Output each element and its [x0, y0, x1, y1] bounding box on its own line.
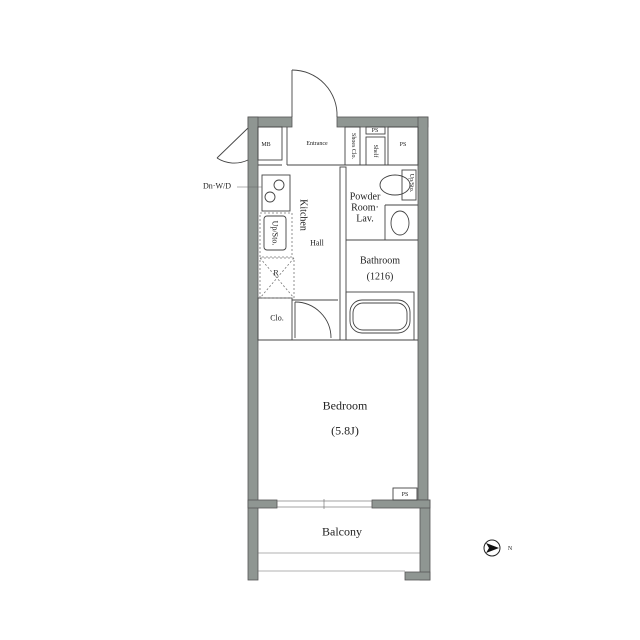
powder-room-label-line1: Powder	[349, 191, 381, 203]
bathroom-size-label: (1216)	[366, 271, 394, 283]
shelf-label: Shelf	[372, 144, 378, 158]
bathroom-label: Bathroom	[360, 255, 400, 267]
bedroom-size-label: (5.8J)	[331, 423, 359, 438]
balcony-window[interactable]	[276, 499, 373, 509]
compass-icon	[483, 539, 501, 557]
bathtub	[349, 299, 411, 334]
toilet	[379, 169, 417, 201]
powder-room-label-line3: Lav.	[356, 213, 374, 225]
compass-north-label: N	[507, 546, 513, 552]
powder-room-label-line2: Room·	[351, 202, 379, 214]
ps-small-label: PS	[371, 128, 379, 134]
closet-label: Clo.	[270, 313, 284, 323]
stove-burner	[264, 191, 276, 203]
hall-label: Hall	[310, 238, 324, 248]
stove-burner	[273, 179, 285, 191]
kitchen-storage-label: Up/Sto.	[270, 220, 280, 246]
ps-label: PS	[399, 142, 407, 148]
sink	[390, 210, 410, 236]
mb-door[interactable]	[216, 127, 249, 164]
interior-walls	[257, 126, 419, 341]
ps-bedroom-label: PS	[401, 492, 409, 498]
bedroom-label: Bedroom	[322, 398, 368, 413]
kitchen-counter	[259, 174, 295, 299]
shoes-closet-label: Shoes Clo.	[350, 132, 356, 160]
exterior-walls	[247, 116, 431, 581]
mb-label: MB	[261, 142, 271, 148]
hall-door[interactable]	[294, 301, 332, 339]
powder-storage-label: Up/Sto.	[408, 173, 414, 193]
refrigerator-label: R	[273, 268, 279, 278]
kitchen-label: Kitchen	[297, 199, 309, 231]
entrance-label: Entrance	[306, 141, 328, 147]
ps-bedroom-box	[392, 487, 418, 501]
refrigerator-space	[259, 257, 295, 299]
entrance-door[interactable]	[291, 69, 338, 118]
balcony-label: Balcony	[322, 524, 362, 539]
washer-dryer-label: Dn·W/D	[203, 181, 231, 191]
